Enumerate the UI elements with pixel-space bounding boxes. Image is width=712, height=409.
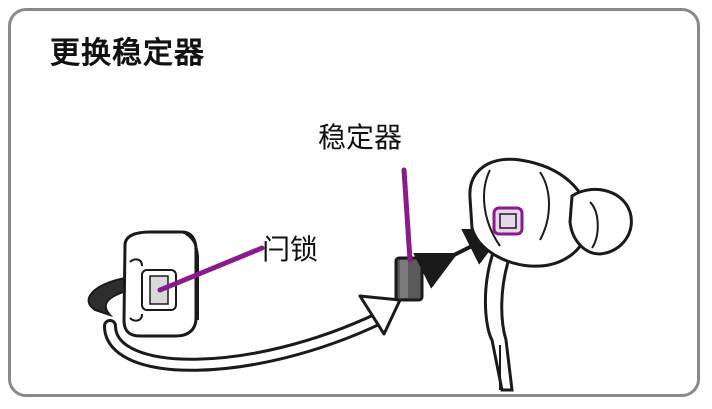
stabilizer-callout-line xyxy=(401,167,413,263)
stabilizer-new-part xyxy=(394,256,424,302)
curved-arrow xyxy=(103,294,402,372)
latch-label: 闩锁 xyxy=(262,233,319,266)
stabilizer-old-part xyxy=(87,230,199,338)
stabilizer-label: 稳定器 xyxy=(318,121,403,154)
figure-title: 更换稳定器 xyxy=(50,36,205,71)
latch-callout-line xyxy=(157,245,265,293)
earbud xyxy=(468,157,633,392)
